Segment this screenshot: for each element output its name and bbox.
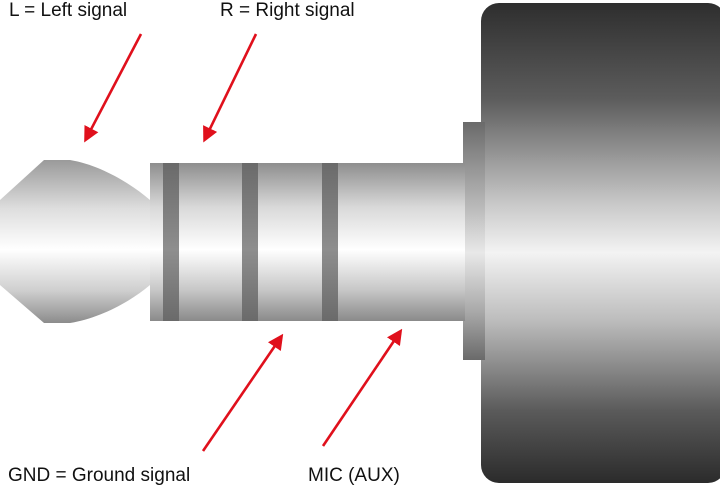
- insulator-ring-3: [322, 163, 338, 321]
- arrow-mic: [321, 328, 403, 447]
- plug-tip: [0, 160, 150, 323]
- arrow-ground: [201, 333, 284, 452]
- label-right-signal: R = Right signal: [220, 0, 355, 21]
- label-left-signal: L = Left signal: [9, 0, 128, 21]
- label-mic-aux: MIC (AUX): [308, 465, 400, 486]
- plug-sleeve: [150, 163, 465, 321]
- label-ground-signal: GND = Ground signal: [8, 465, 191, 486]
- plug-collar: [463, 122, 485, 360]
- arrow-left-signal: [84, 33, 143, 143]
- insulator-ring-1: [163, 163, 179, 321]
- insulator-ring-2: [242, 163, 258, 321]
- plug-housing: [481, 3, 720, 483]
- arrow-right-signal: [203, 33, 258, 143]
